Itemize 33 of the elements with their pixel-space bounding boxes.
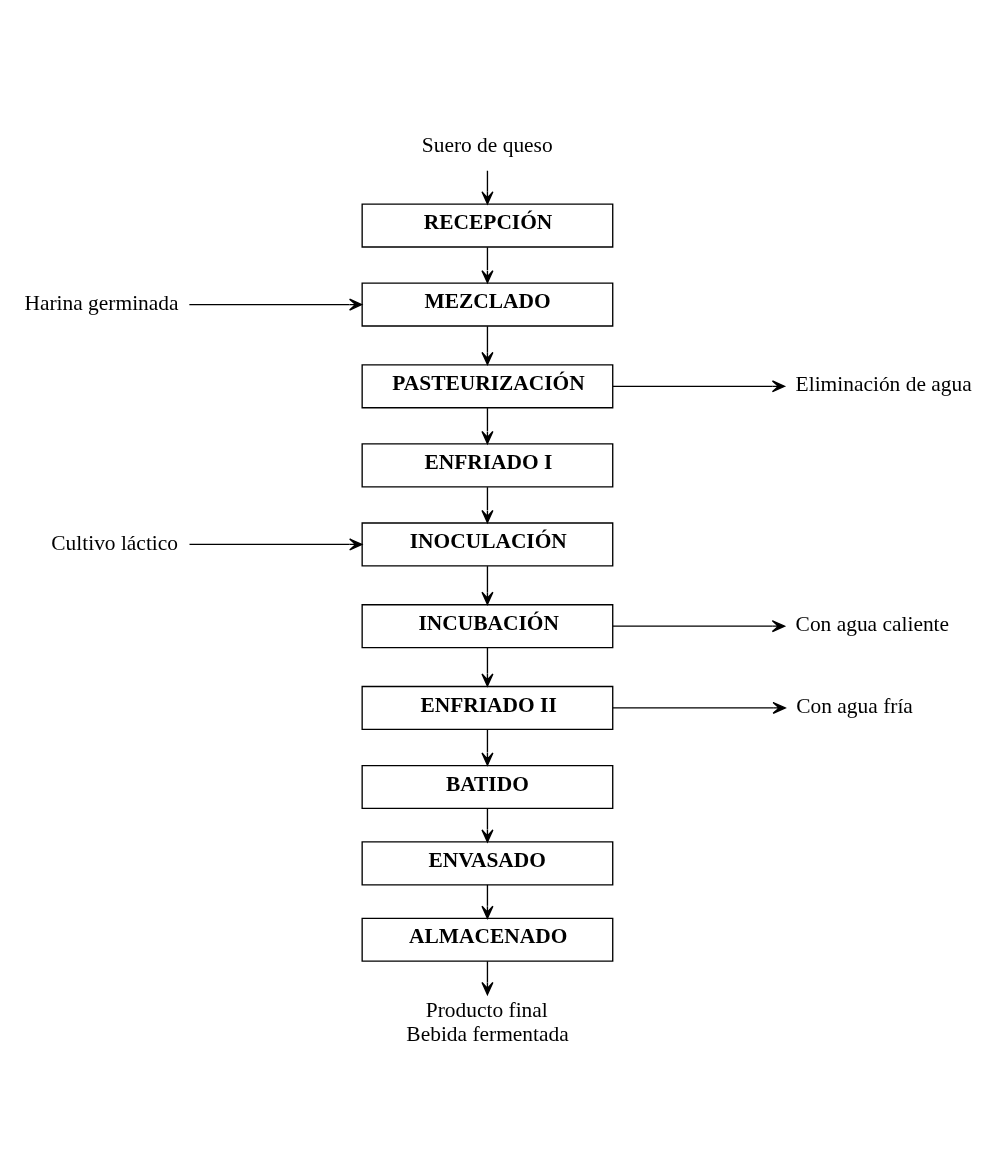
arrow	[612, 380, 786, 393]
arrow	[481, 486, 494, 524]
node-box: ENVASADO	[361, 841, 614, 886]
node-box: BATIDO	[361, 764, 614, 810]
node-box: MEZCLADO	[361, 282, 614, 327]
arrow	[481, 325, 494, 366]
arrow	[481, 565, 494, 605]
arrow	[481, 647, 494, 687]
arrow	[481, 170, 494, 205]
arrow	[481, 407, 494, 445]
arrow	[481, 807, 494, 843]
arrow	[481, 246, 494, 284]
node-box: INOCULACIÓN	[361, 522, 614, 567]
arrow	[481, 729, 494, 766]
node-box: PASTEURIZACIÓN	[361, 364, 614, 409]
arrow	[612, 620, 786, 633]
node-text: Producto final Bebida fermentada	[406, 998, 569, 1047]
arrow	[481, 884, 494, 919]
node-box: INCUBACIÓN	[361, 604, 614, 649]
arrow	[612, 701, 786, 714]
node-box: ENFRIADO I	[361, 443, 614, 488]
node-text: Eliminación de agua	[795, 372, 972, 397]
node-box: ENFRIADO II	[361, 685, 614, 731]
node-text: Con agua caliente	[795, 612, 950, 637]
node-box: ALMACENADO	[361, 917, 614, 962]
arrow	[188, 298, 363, 311]
arrow	[188, 538, 363, 551]
node-text: Con agua fría	[796, 694, 913, 719]
node-text: Harina germinada	[24, 290, 179, 315]
node-text: Cultivo láctico	[51, 530, 179, 555]
node-box: RECEPCIÓN	[361, 203, 614, 248]
arrow	[481, 960, 494, 996]
node-text: Suero de queso	[421, 132, 553, 157]
